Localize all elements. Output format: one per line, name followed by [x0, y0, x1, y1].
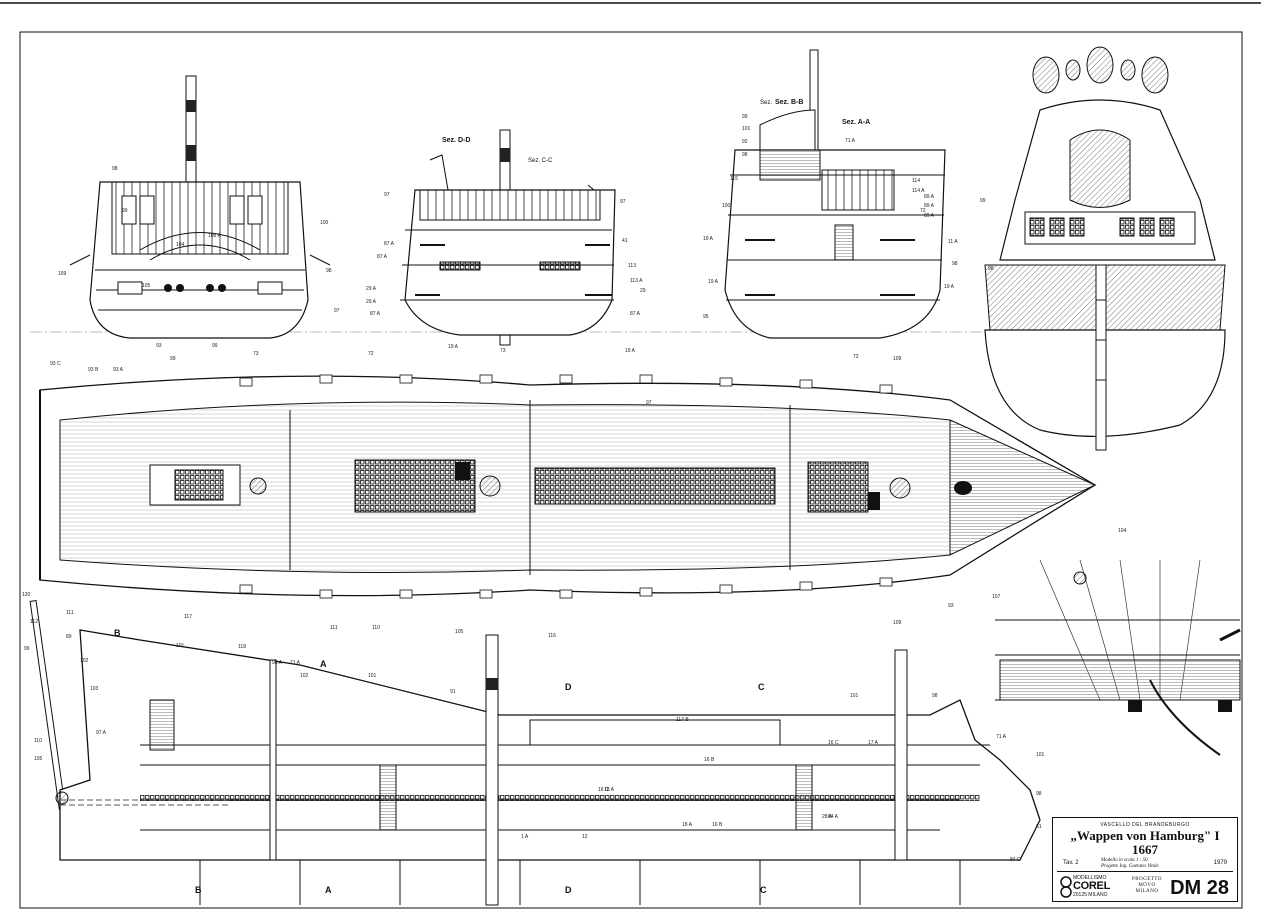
cut-mark-b-top: B: [114, 628, 121, 638]
corel-logo-icon: [1060, 876, 1072, 898]
section-cc-label: Sez. C-C: [528, 158, 553, 164]
project-line-1: PROGETTO: [1131, 877, 1163, 882]
section-dd-label: Sez. D-D: [442, 137, 470, 144]
section-dd-cc: Sez. D-D Sez. C-C: [400, 129, 616, 346]
longitudinal-section: B A D C B A D C: [29, 599, 1041, 906]
rigging-detail: [995, 559, 1241, 756]
project-line-2: MOVO: [1138, 883, 1156, 888]
cut-mark-c-top: C: [758, 682, 765, 692]
project-credit: PROGETTO MOVO MILANO: [1129, 877, 1165, 895]
scale-note: Modello in scala 1 : 50 Progetto Ing. Ga…: [1101, 858, 1159, 870]
cut-mark-a-bottom: A: [325, 885, 332, 895]
section-aa-label: Sez. A-A: [842, 119, 870, 126]
cut-mark-c-bottom: C: [760, 885, 767, 895]
brand-address: 20125 MILANO: [1073, 892, 1108, 898]
deck-plan-view: [39, 374, 1097, 599]
cartouche-divider: [1057, 871, 1233, 872]
cut-mark-d-bottom: D: [565, 885, 572, 895]
cut-mark-d-top: D: [565, 682, 572, 692]
brand-tagline: MODELLISMO: [1073, 875, 1107, 881]
designer-text: Progetto Ing. Gaetano Vitale: [1101, 864, 1159, 869]
stern-elevation: [69, 75, 331, 339]
sheet-number: Tav. 2: [1063, 860, 1079, 866]
cut-mark-b-bottom: B: [195, 885, 202, 895]
cut-mark-a-top: A: [320, 659, 327, 669]
ship-year: 1667: [1132, 842, 1158, 857]
scale-text: Modello in scala 1 : 50: [1101, 858, 1148, 863]
section-bb-aa: Sez. Sez. B-B Sez. A-A: [724, 49, 946, 339]
bow-elevation: [984, 46, 1226, 451]
section-bb-label: Sez. B-B: [775, 99, 803, 106]
title-cartouche: VASCELLO DEL BRANDEBURGO „Wappen von Ham…: [1052, 817, 1238, 902]
sheet-border: [19, 31, 1243, 909]
drawing-date: 1979: [1213, 860, 1227, 866]
section-bb-small-label: Sez.: [760, 100, 772, 106]
brand-name: COREL: [1073, 880, 1111, 892]
vessel-type: VASCELLO DEL BRANDEBURGO: [1100, 822, 1190, 828]
ship-name: „Wappen von Hamburg" I: [1070, 828, 1220, 843]
project-line-3: MILANO: [1135, 889, 1159, 894]
stern-lanterns: [1032, 46, 1169, 94]
kit-code: DM 28: [1170, 877, 1229, 899]
